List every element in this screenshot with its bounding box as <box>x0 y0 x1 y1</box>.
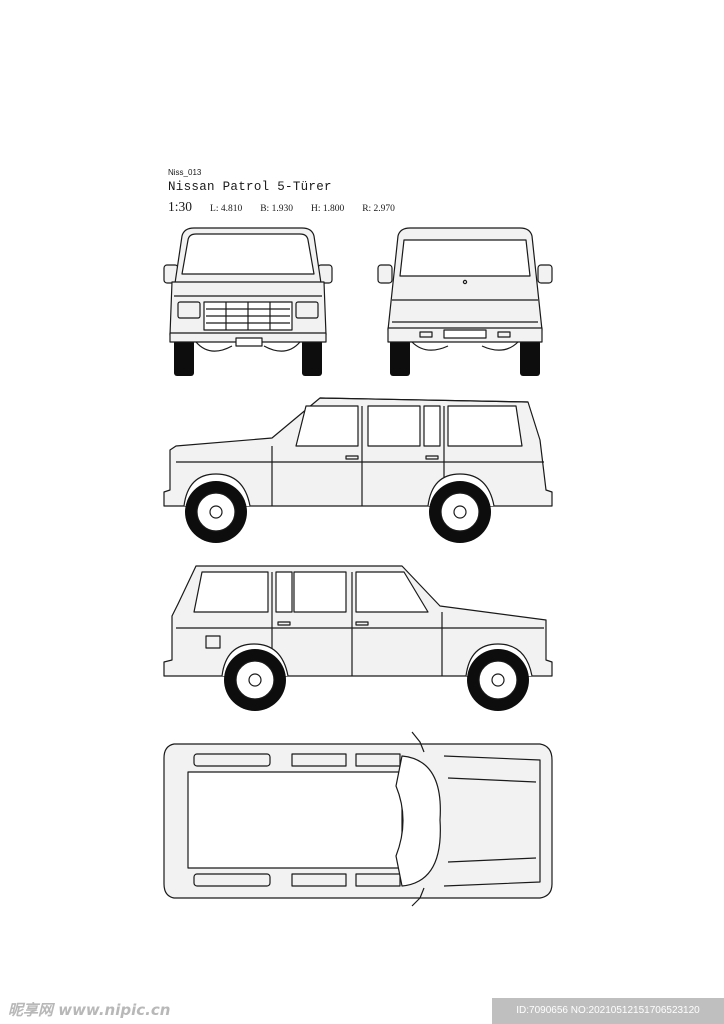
dimension-height: H: 1.800 <box>310 204 345 214</box>
watermark-site: 昵享网 www.nipic.cn <box>8 1001 171 1019</box>
dimension-length: L: 4.810 <box>210 204 243 214</box>
drawing-title: Nissan Patrol 5-Türer <box>168 180 332 194</box>
top-view <box>163 731 553 907</box>
side-view-right <box>163 565 553 711</box>
dimension-width: B: 1.930 <box>260 204 293 214</box>
scale-label: 1:30 <box>168 199 193 214</box>
watermark-id: ID:7090656 NO:20210512151706523120 <box>492 998 724 1024</box>
scale-dimensions-row: 1:30 L: 4.810 B: 1.930 H: 1.800 R: 2.970 <box>168 198 409 214</box>
drawing-code: Niss_013 <box>168 168 202 177</box>
dimension-wheelbase: R: 2.970 <box>362 204 395 214</box>
side-view-left <box>163 397 553 543</box>
rear-view <box>377 227 553 376</box>
front-view <box>163 227 333 376</box>
